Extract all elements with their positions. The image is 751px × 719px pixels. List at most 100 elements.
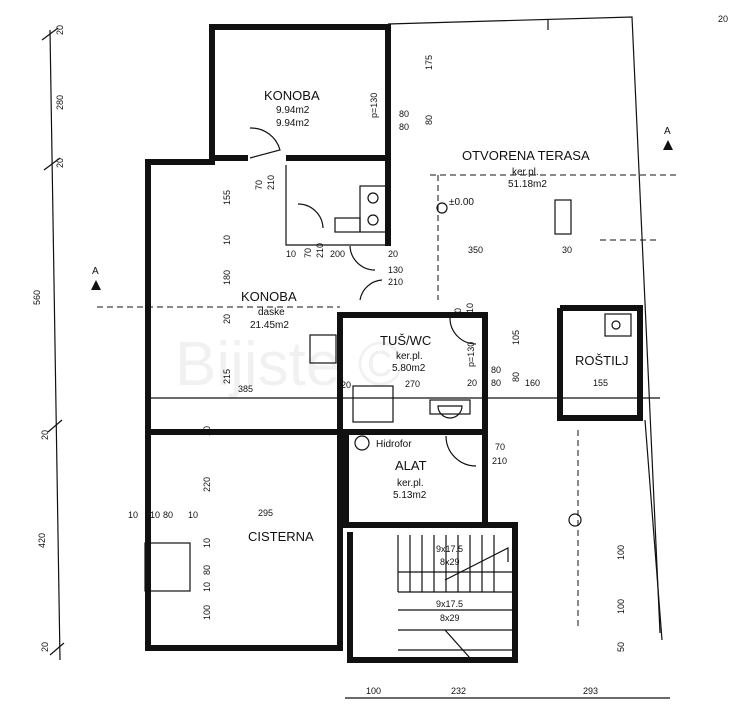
dim-row-20: 20 [341, 380, 351, 390]
dim-tus-20: 20 [467, 378, 477, 388]
left-dimension-chain [41, 27, 65, 661]
dim-alat-door-210: 210 [492, 456, 507, 466]
section-mark-left: A [92, 266, 99, 277]
dim-row-80: 80 [511, 372, 521, 382]
dim-tus-door-210: 210 [465, 303, 475, 318]
dim-row-155: 155 [593, 378, 608, 388]
stairs [397, 535, 515, 659]
level-label: ±0.00 [449, 197, 474, 208]
dim-tus-105: 105 [511, 330, 521, 345]
dim-right-50: 50 [616, 642, 626, 652]
dim-bottom-1: 100 [366, 686, 381, 696]
dim-cisterna-295: 295 [258, 508, 273, 518]
dim-cisterna-80: 80 [163, 510, 173, 520]
dim-kitchen-200: 200 [330, 249, 345, 259]
dim-cisterna-vert-100: 100 [202, 605, 212, 620]
dim-left-1: 20 [55, 25, 65, 35]
room-rostilj-name: ROŠTILJ [575, 353, 628, 368]
dim-terasa-30: 30 [562, 245, 572, 255]
dim-cisterna-10: 10 [202, 426, 212, 436]
door-swings [249, 127, 477, 467]
dim-door-konoba-70: 70 [254, 180, 264, 190]
room-tus-floor: ker.pl. [396, 351, 423, 362]
terrace-drain-icon [568, 513, 582, 527]
watermark: Bijiste © [175, 330, 403, 399]
room-tus-area: 5.80m2 [392, 363, 426, 374]
dim-cisterna-10a: 10 [128, 510, 138, 520]
dim-door-210: 210 [388, 277, 403, 287]
dim-kitchen-20: 20 [388, 249, 398, 259]
dim-row-160: 160 [525, 378, 540, 388]
walls [145, 16, 663, 663]
terasa-pillar [554, 199, 572, 235]
cisterna-hatch [144, 542, 191, 592]
dim-cisterna-vert-10b: 10 [202, 582, 212, 592]
room-konoba-top-name: KONOBA [264, 88, 320, 103]
dim-door-130: 130 [388, 265, 403, 275]
dim-cisterna-10b: 10 [150, 510, 160, 520]
dim-left-3: 20 [55, 158, 65, 168]
rostilj-grill [604, 313, 632, 337]
dim-left-6: 420 [37, 533, 47, 548]
dim-konoba-180: 180 [222, 270, 232, 285]
room-alat-area: 5.13m2 [393, 490, 427, 501]
bathroom-fixtures [352, 385, 471, 423]
dim-kitchen-10: 10 [286, 249, 296, 259]
room-konoba-floor: daske [258, 307, 285, 318]
dim-terasa-350: 350 [468, 245, 483, 255]
room-terasa-name: OTVORENA TERASA [462, 148, 590, 163]
dim-right-100a: 100 [616, 545, 626, 560]
room-terasa-area: 51.18m2 [508, 179, 547, 190]
dim-konoba-20: 20 [222, 314, 232, 324]
section-arrow-right-icon [663, 140, 673, 150]
dim-konoba-10: 10 [222, 235, 232, 245]
dim-bottom-3: 293 [583, 686, 598, 696]
stairs-lower-tread: 8x29 [440, 613, 460, 623]
room-konoba-top-area1: 9.94m2 [276, 105, 310, 116]
stairs-upper-tread: 8x29 [440, 557, 460, 567]
room-konoba-top-area2: 9.94m2 [276, 118, 310, 129]
room-tus-name: TUŠ/WC [380, 333, 431, 348]
section-line [97, 174, 680, 630]
dim-cisterna-vert-10a: 10 [202, 538, 212, 548]
dim-right-100b: 100 [616, 599, 626, 614]
dim-cisterna-vert-80: 80 [202, 565, 212, 575]
dim-p130-konoba: p=130 [369, 93, 379, 118]
room-konoba-name: KONOBA [241, 289, 297, 304]
room-terasa-floor: ker.pl. [512, 167, 539, 178]
dim-kitchen-210: 210 [315, 243, 325, 258]
dim-corner-20: 20 [718, 14, 728, 24]
sink [309, 334, 337, 364]
dim-kitchen-70: 70 [303, 248, 313, 258]
room-alat-name: ALAT [395, 458, 427, 473]
dim-tus-door-70: 70 [453, 308, 463, 318]
dim-konoba-155: 155 [222, 190, 232, 205]
section-mark-right: A [664, 126, 671, 137]
section-arrow-left-icon [91, 280, 101, 290]
dim-left-7: 20 [40, 642, 50, 652]
dim-cisterna-10c: 10 [188, 510, 198, 520]
kitchen-appliances [334, 185, 387, 233]
dim-left-5: 20 [40, 430, 50, 440]
dim-left-2: 280 [55, 95, 65, 110]
dim-row-385: 385 [238, 384, 253, 394]
dim-cisterna-220: 220 [202, 477, 212, 492]
level-marker-icon [436, 202, 448, 214]
stairs-upper-flight: 9x17.5 [436, 544, 463, 554]
dim-top-80: 80 [424, 115, 434, 125]
room-cisterna-name: CISTERNA [248, 529, 314, 544]
dim-left-4: 560 [32, 290, 42, 305]
room-alat-floor: ker.pl. [397, 478, 424, 489]
rostilj-circle [611, 320, 621, 330]
dim-window-80b: 80 [399, 122, 409, 132]
dim-tus-80b: 80 [491, 378, 501, 388]
stairs-lower-flight: 9x17.5 [436, 599, 463, 609]
dim-row-270: 270 [405, 379, 420, 389]
dim-window-80a: 80 [399, 109, 409, 119]
dim-tus-80a: 80 [491, 365, 501, 375]
room-konoba-area: 21.45m2 [250, 320, 289, 331]
dim-tus-p130: p=130 [466, 342, 476, 367]
room-hidrofor-name: Hidrofor [376, 439, 412, 450]
dim-konoba-215: 215 [222, 369, 232, 384]
